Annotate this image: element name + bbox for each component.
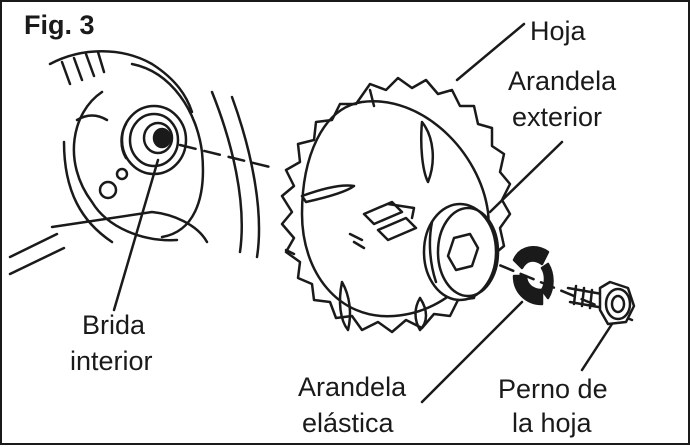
label-inner-flange-line1: Brida bbox=[82, 310, 146, 340]
label-spring-washer-line1: Arandela bbox=[298, 372, 407, 402]
outer-washer-drawing bbox=[422, 202, 500, 302]
saw-housing bbox=[8, 50, 261, 276]
alignment-axis-left bbox=[178, 143, 276, 170]
label-outer-washer-line2: exterior bbox=[512, 102, 603, 132]
label-blade-bolt-line2: la hoja bbox=[512, 408, 592, 438]
spring-washer-drawing bbox=[512, 246, 554, 306]
label-outer-washer-line1: Arandela bbox=[508, 66, 617, 96]
leader-spring-washer bbox=[420, 300, 524, 404]
label-blade: Hoja bbox=[530, 16, 586, 46]
label-inner-flange-line2: interior bbox=[70, 346, 153, 376]
label-spring-washer-line2: elástica bbox=[302, 408, 394, 438]
figure-title: Fig. 3 bbox=[24, 10, 95, 40]
leader-inner-flange bbox=[112, 158, 160, 312]
saw-blade-drawing bbox=[280, 76, 512, 334]
leader-outer-washer bbox=[488, 140, 564, 214]
leader-blade-bolt bbox=[580, 322, 614, 372]
label-blade-bolt-line1: Perno de bbox=[498, 374, 608, 404]
blade-bolt-drawing bbox=[566, 280, 636, 326]
inner-flange-drawing bbox=[120, 104, 188, 176]
leader-blade bbox=[455, 22, 526, 82]
